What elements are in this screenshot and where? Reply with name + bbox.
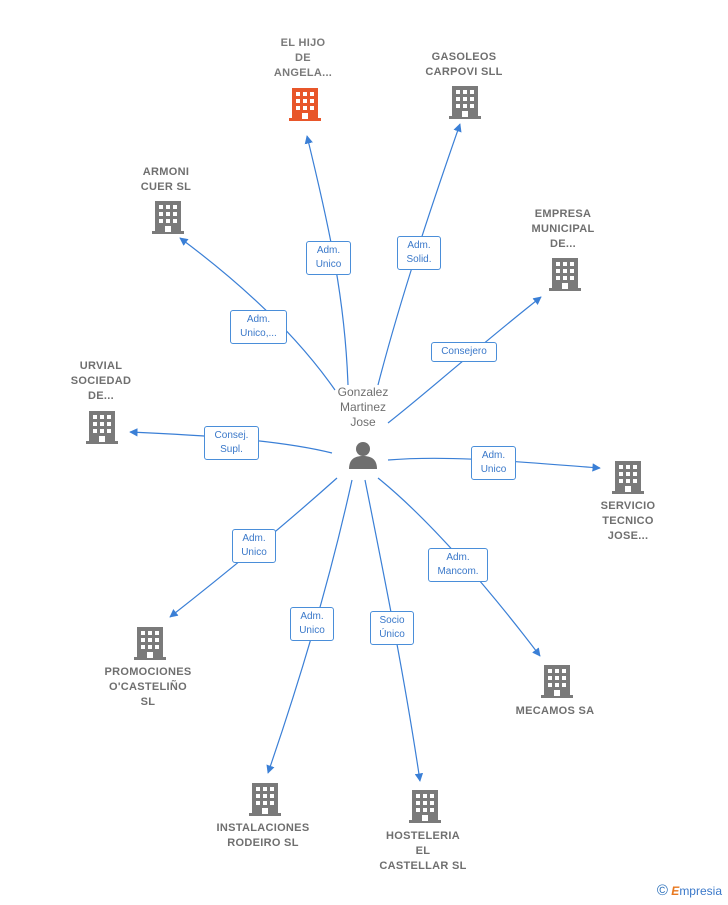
building-icon[interactable] (152, 201, 184, 234)
building-icon[interactable] (612, 461, 644, 494)
edge-label-urvial: Consej. Supl. (204, 426, 259, 460)
node-label-hosteleria[interactable]: HOSTELERIA EL CASTELLAR SL (379, 830, 467, 872)
building-icon[interactable] (289, 88, 321, 121)
building-icon[interactable] (409, 790, 441, 823)
edge-label-promociones: Adm. Unico (232, 529, 276, 563)
node-label-servicio[interactable]: SERVICIO TECNICO JOSE... (600, 500, 656, 542)
building-icon[interactable] (549, 258, 581, 291)
node-label-el-hijo[interactable]: EL HIJO DE ANGELA... (273, 37, 333, 79)
edge-label-armoni: Adm. Unico,... (230, 310, 287, 344)
node-label-gasoleos[interactable]: GASOLEOS CARPOVI SLL (425, 51, 503, 78)
edge-empresa (387, 296, 542, 424)
node-label-armoni[interactable]: ARMONI CUER SL (140, 166, 192, 193)
node-label-urvial[interactable]: URVIAL SOCIEDAD DE... (70, 360, 132, 402)
building-icon[interactable] (541, 665, 573, 698)
edge-label-servicio: Adm. Unico (471, 446, 516, 480)
copyright-icon: © (656, 882, 668, 899)
building-icon[interactable] (249, 783, 281, 816)
edge-label-gasoleos: Adm. Solid. (397, 236, 441, 270)
building-icon[interactable] (449, 86, 481, 119)
brand-initial: E (671, 884, 680, 898)
building-icon[interactable] (134, 627, 166, 660)
node-label-promociones[interactable]: PROMOCIONES O'CASTELIÑO SL (104, 666, 192, 708)
edge-label-instalaciones: Adm. Unico (290, 607, 334, 641)
edge-label-empresa: Consejero (431, 342, 497, 362)
center-person-name[interactable]: Gonzalez Martinez Jose (337, 385, 389, 429)
brand-name: mpresia (679, 884, 722, 898)
edge-label-hosteleria: Socio Único (370, 611, 414, 645)
node-label-empresa[interactable]: EMPRESA MUNICIPAL DE... (531, 208, 595, 250)
empresia-watermark[interactable]: © Empresia (657, 882, 722, 899)
node-label-instalaciones[interactable]: INSTALACIONES RODEIRO SL (216, 822, 310, 849)
building-icon[interactable] (86, 411, 118, 444)
edge-label-mecamos: Adm. Mancom. (428, 548, 488, 582)
node-label-mecamos[interactable]: MECAMOS SA (515, 705, 595, 717)
edge-label-el-hijo: Adm. Unico (306, 241, 351, 275)
person-icon[interactable] (349, 442, 377, 469)
